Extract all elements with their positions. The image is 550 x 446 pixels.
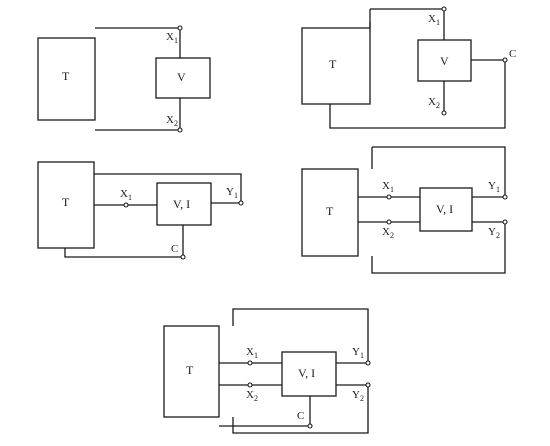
diagram-2-terminal-x1 [441, 6, 447, 12]
diagram-5-terminal-y1 [365, 360, 371, 366]
diagram-4-terminal-x2 [386, 219, 392, 225]
diagram-4-terminal-x1 [386, 194, 392, 200]
diagram-2-port-x1: X1 [428, 13, 440, 27]
diagram-1-label-t: T [62, 69, 70, 83]
diagram-3-port-x1: X1 [120, 188, 132, 202]
diagram-5-label-t: T [186, 363, 194, 377]
diagram-2-label-v: V [440, 54, 449, 68]
diagram-4-port-x2: X2 [382, 226, 394, 240]
diagram-3-port-c: C [171, 243, 178, 255]
diagram-5-port-x1: X1 [246, 346, 258, 360]
diagram-1-label-v: V [177, 70, 186, 84]
diagram-4-port-y2: Y2 [488, 226, 500, 240]
diagram-3-terminal-y1 [238, 200, 244, 206]
diagram-1: T V X1 X2 [37, 25, 211, 133]
diagram-3: T V, I X1 Y1 C [37, 161, 244, 260]
diagram-1-terminal-x1 [177, 25, 183, 31]
diagram-4-terminal-y1 [502, 194, 508, 200]
diagram-4-box-v [419, 187, 473, 232]
diagram-5-terminal-c [307, 423, 313, 429]
diagram-5-port-c: C [297, 410, 304, 422]
diagram-5-box-v [281, 351, 337, 397]
diagram-5: T V, I X1 X2 Y1 Y2 C [163, 308, 371, 434]
diagram-4: T V, I X1 X2 Y1 Y2 [301, 146, 508, 274]
diagram-1-port-x1: X1 [166, 31, 178, 45]
diagram-3-terminal-x1 [123, 202, 129, 208]
diagram-3-label-v: V, I [173, 197, 190, 211]
diagram-3-label-t: T [62, 195, 70, 209]
diagram-1-terminal-x2 [177, 127, 183, 133]
diagram-2-terminal-c [502, 57, 508, 63]
diagram-5-label-v: V, I [298, 366, 315, 380]
diagram-5-box-t [163, 325, 220, 418]
diagram-5-port-x2: X2 [246, 389, 258, 403]
diagram-5-port-y2: Y2 [352, 389, 364, 403]
diagram-4-box-t [301, 168, 359, 257]
diagram-2-port-x2: X2 [428, 96, 440, 110]
diagram-1-box-t [37, 37, 96, 121]
diagram-5-terminal-x2 [247, 382, 253, 388]
diagram-1-box-v [155, 57, 211, 99]
diagram-5-terminal-x1 [247, 360, 253, 366]
diagram-2: T V X1 X2 C [301, 6, 516, 129]
diagram-1-wires [95, 27, 181, 131]
diagram-4-port-x1: X1 [382, 180, 394, 194]
diagram-2-port-c: C [509, 48, 516, 60]
diagram-2-label-t: T [329, 57, 337, 71]
diagram-3-box-v [156, 182, 212, 226]
diagram-4-label-t: T [326, 204, 334, 218]
diagram-4-terminal-y2 [502, 219, 508, 225]
diagram-3-terminal-c [180, 254, 186, 260]
diagram-2-box-v [417, 39, 472, 82]
diagram-4-label-v: V, I [436, 202, 453, 216]
diagram-1-port-x2: X2 [166, 114, 178, 128]
diagram-5-terminal-y2 [365, 382, 371, 388]
diagram-3-port-y1: Y1 [226, 186, 238, 200]
diagram-2-terminal-x2 [441, 110, 447, 116]
diagram-3-box-t [37, 161, 95, 249]
diagram-2-box-t [301, 27, 371, 105]
diagram-5-port-y1: Y1 [352, 346, 364, 360]
diagram-4-port-y1: Y1 [488, 180, 500, 194]
